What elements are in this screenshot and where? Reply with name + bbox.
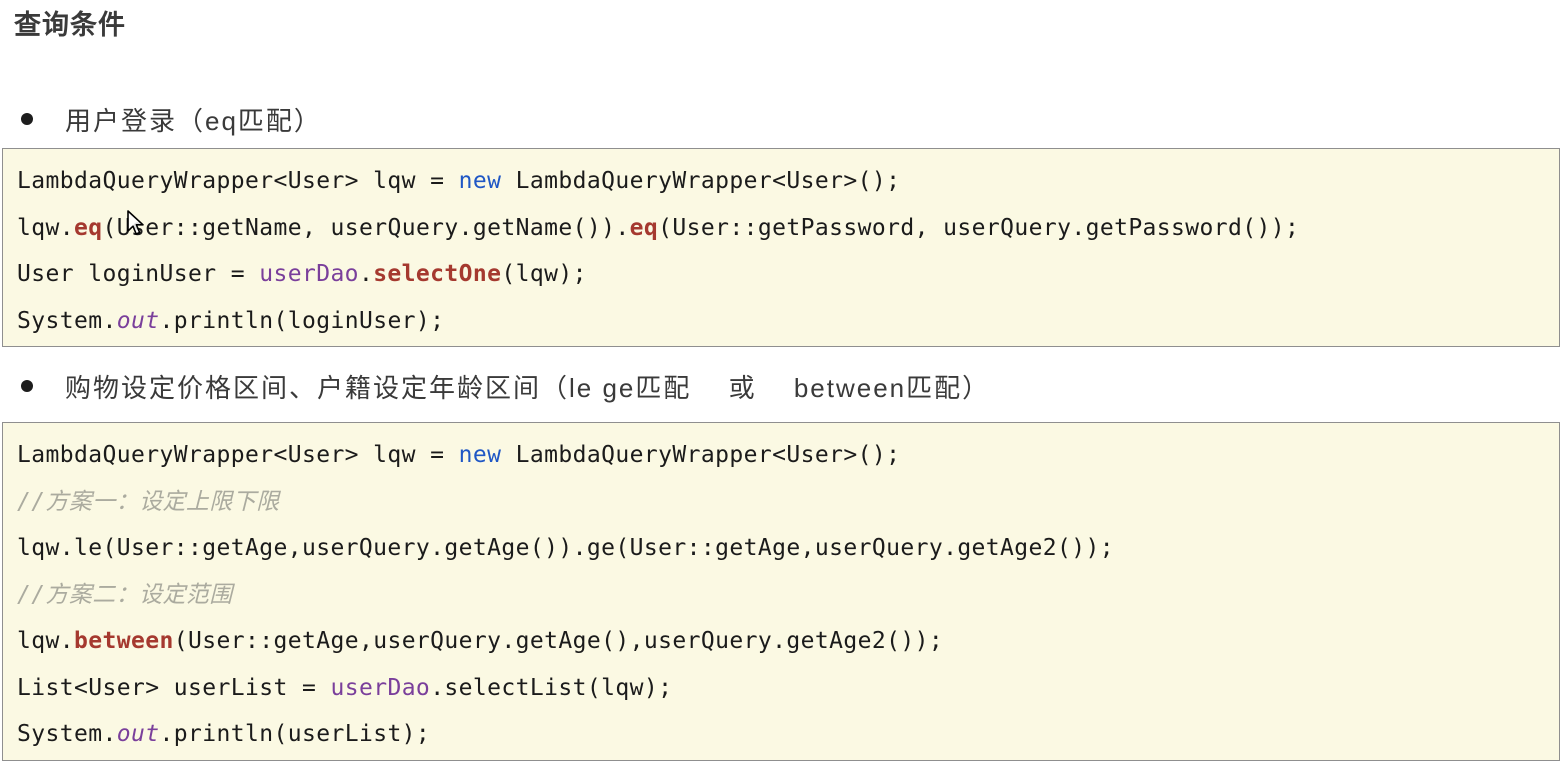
code-token-plain: lqw.le(User::getAge,userQuery.getAge()).… <box>17 535 1115 561</box>
code-line: List<User> userList = userDao.selectList… <box>17 665 1545 712</box>
bullet-icon <box>21 380 33 392</box>
code-line: User loginUser = userDao.selectOne(lqw); <box>17 251 1545 298</box>
page-title: 查询条件 <box>14 10 126 40</box>
code-line: lqw.between(User::getAge,userQuery.getAg… <box>17 618 1545 665</box>
document-page: 查询条件 用户登录（eq匹配） LambdaQueryWrapper<User>… <box>0 8 1566 762</box>
code-token-keyword: new <box>458 168 502 194</box>
code-block-range: LambdaQueryWrapper<User> lqw = new Lambd… <box>2 422 1560 761</box>
code-block-eq: LambdaQueryWrapper<User> lqw = new Lambd… <box>2 148 1560 347</box>
code-token-method: selectOne <box>373 261 502 287</box>
code-token-plain: System. <box>17 307 117 334</box>
code-token-plain: .selectList(lqw); <box>430 674 673 701</box>
code-token-plain: lqw. <box>17 214 74 241</box>
code-token-plain: .println(loginUser); <box>159 307 445 334</box>
code-line: lqw.le(User::getAge,userQuery.getAge()).… <box>17 525 1545 572</box>
code-token-plain: System. <box>17 721 117 747</box>
code-token-plain: LambdaQueryWrapper<User>(); <box>501 168 901 194</box>
code-token-method: eq <box>74 214 103 241</box>
code-token-plain: List<User> userList = <box>17 674 331 701</box>
code-token-comment: //方案一：设定上限下限 <box>17 488 280 515</box>
code-token-comment: //方案二：设定范围 <box>17 581 233 608</box>
code-token-plain: (lqw); <box>501 261 587 287</box>
code-token-method: between <box>74 628 174 654</box>
code-line: lqw.eq(User::getName, userQuery.getName(… <box>17 205 1545 252</box>
code-token-field: out <box>116 307 160 334</box>
code-line: LambdaQueryWrapper<User> lqw = new Lambd… <box>17 158 1545 205</box>
code-token-plain: . <box>358 261 374 287</box>
code-line: LambdaQueryWrapper<User> lqw = new Lambd… <box>17 432 1545 479</box>
code-line: System.out.println(loginUser); <box>17 298 1545 345</box>
bullet-icon <box>21 113 33 125</box>
code-token-method: eq <box>629 214 659 241</box>
code-line: //方案二：设定范围 <box>17 572 1545 619</box>
mouse-cursor-icon <box>127 210 144 235</box>
bullet-item-range: 购物设定价格区间、户籍设定年龄区间（le ge匹配 或 between匹配） <box>21 370 1566 403</box>
code-token-variable: userDao <box>259 261 359 287</box>
code-token-plain: (User::getName, userQuery.getName()). <box>102 214 630 241</box>
bullet-label-eq: 用户登录（eq匹配） <box>65 105 322 136</box>
code-token-plain: .println(userList); <box>159 721 431 747</box>
code-token-field: out <box>116 721 160 747</box>
code-line: //方案一：设定上限下限 <box>17 479 1545 526</box>
code-token-plain: LambdaQueryWrapper<User> lqw = <box>17 442 459 468</box>
code-token-plain: LambdaQueryWrapper<User>(); <box>501 442 901 468</box>
code-token-plain: (User::getPassword, userQuery.getPasswor… <box>658 214 1300 241</box>
code-token-plain: User loginUser = <box>17 261 260 287</box>
code-token-plain: lqw. <box>17 628 74 654</box>
code-line: System.out.println(userList); <box>17 711 1545 758</box>
bullet-label-range: 购物设定价格区间、户籍设定年龄区间（le ge匹配 或 between匹配） <box>65 372 991 403</box>
code-token-plain: LambdaQueryWrapper<User> lqw = <box>17 168 459 194</box>
bullet-item-eq: 用户登录（eq匹配） <box>21 103 1566 136</box>
code-token-variable: userDao <box>330 674 431 701</box>
code-token-plain: (User::getAge,userQuery.getAge(),userQue… <box>173 628 944 654</box>
code-token-keyword: new <box>458 442 502 468</box>
